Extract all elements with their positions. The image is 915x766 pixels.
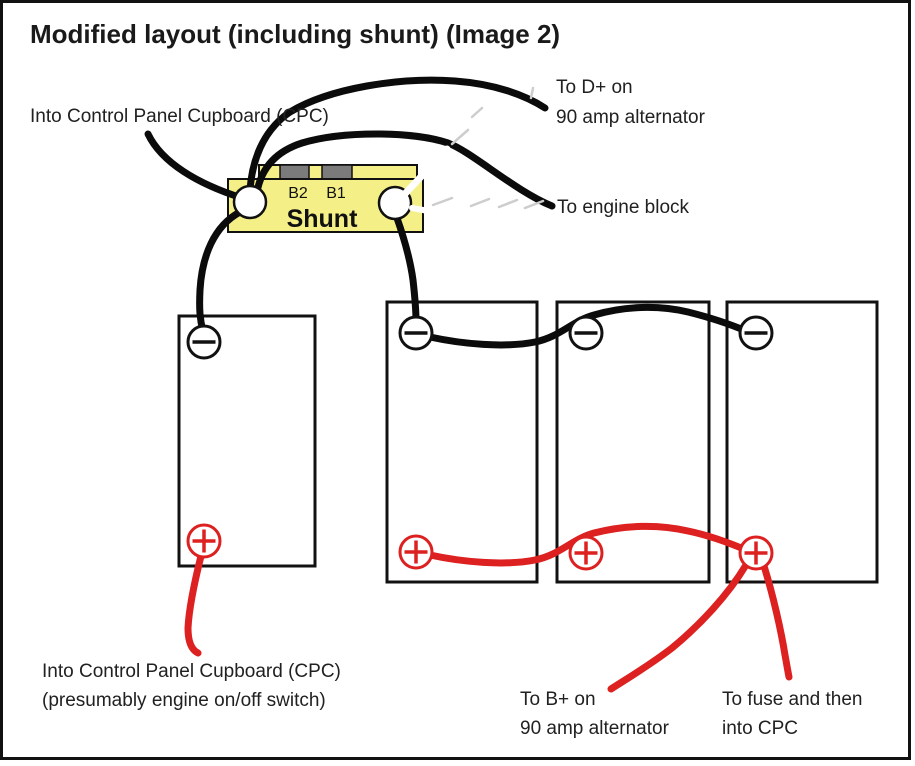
wire-negative-bus: [426, 303, 750, 349]
eraser-artifacts: [431, 86, 545, 210]
label-fuse-line2: into CPC: [722, 718, 798, 739]
wire-battery4-positive-to-fuse: [760, 562, 793, 681]
plus-terminal-icon: [574, 541, 598, 565]
battery-1-negative-terminal: [186, 324, 222, 360]
wire-shunt-to-battery1-negative: [196, 208, 244, 335]
battery-2-negative-terminal: [398, 315, 434, 351]
label-bplus-line1: To B+ on: [520, 689, 596, 710]
label-fuse-line1: To fuse and then: [722, 689, 863, 710]
plus-terminal-icon: [404, 540, 428, 564]
wire-positive-bus: [426, 522, 750, 567]
eraser-artifact: [450, 128, 470, 146]
label-cpc-bottom-line2: (presumably engine on/off switch): [42, 690, 326, 711]
plus-terminal-icon: [744, 541, 768, 565]
shunt-port-b1-label: B1: [326, 185, 346, 202]
battery-1-positive-terminal: [186, 523, 222, 559]
eraser-artifact: [469, 197, 491, 208]
eraser-artifact: [470, 106, 484, 119]
whiteout-artifact: [397, 145, 451, 202]
battery-4-negative-terminal: [738, 315, 774, 351]
wire-shunt-to-battery2-negative: [393, 214, 420, 325]
eraser-artifact: [529, 86, 535, 100]
label-bplus-line2: 90 amp alternator: [520, 718, 670, 739]
eraser-artifact: [431, 196, 454, 207]
battery-2-positive-terminal: [398, 534, 434, 570]
wire-battery4-positive-to-bplus: [607, 561, 750, 693]
shunt-port-b2-label: B2: [288, 185, 308, 202]
whiteout-artifact: [409, 205, 437, 215]
wire-shunt-to-engine-block: [253, 130, 556, 210]
shunt-terminal-left: [232, 184, 268, 220]
wire-shunt-to-dplus: [246, 76, 549, 194]
label-engine-block: To engine block: [557, 197, 690, 218]
wire-battery1-positive-to-cpc: [184, 552, 205, 657]
page-title: Modified layout (including shunt) (Image…: [30, 19, 560, 49]
battery-3-positive-terminal: [568, 535, 604, 571]
label-cpc-bottom-line1: Into Control Panel Cupboard (CPC): [42, 661, 341, 682]
label-dplus-line1: To D+ on: [556, 77, 633, 98]
label-cpc-top: Into Control Panel Cupboard (CPC): [30, 106, 329, 127]
battery-4-positive-terminal: [738, 535, 774, 571]
label-dplus-line2: 90 amp alternator: [556, 107, 706, 128]
shunt-contact-block-right: [321, 164, 353, 181]
shunt-label: Shunt: [287, 205, 358, 233]
plus-terminal-icon: [192, 529, 216, 553]
eraser-artifact: [497, 198, 519, 209]
wire-cpc-to-shunt: [144, 130, 246, 202]
shunt-contact-block-left: [279, 164, 310, 181]
eraser-artifact: [523, 199, 545, 210]
battery-3-negative-terminal: [568, 315, 604, 351]
